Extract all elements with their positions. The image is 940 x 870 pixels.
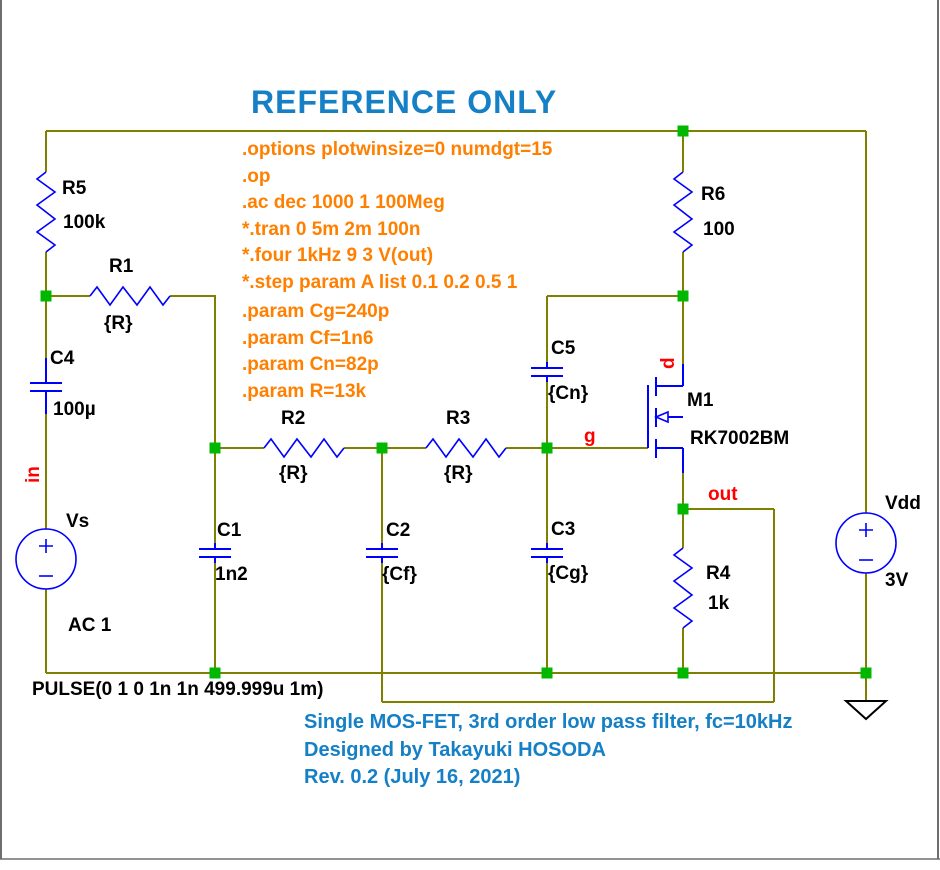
c4-ref[interactable]: C4: [50, 348, 75, 369]
vdd-value[interactable]: 3V: [885, 570, 909, 591]
r6-value[interactable]: 100: [703, 219, 735, 240]
m1-ref[interactable]: M1: [687, 390, 714, 411]
junction-node: [40, 290, 52, 302]
net-label-in[interactable]: in: [23, 466, 44, 483]
c2-ref[interactable]: C2: [386, 520, 411, 541]
drain-lead: [656, 364, 684, 387]
net-label-gate[interactable]: g: [584, 426, 596, 447]
capacitor-C4-symbol[interactable]: [30, 358, 62, 414]
r3-ref[interactable]: R3: [446, 408, 471, 429]
junction-node: [677, 125, 689, 137]
resistor-R4-symbol[interactable]: [672, 547, 694, 629]
c5-value[interactable]: {Cn}: [548, 383, 589, 404]
junction-node: [541, 667, 553, 679]
spice-params[interactable]: .param Cg=240p .param Cf=1n6 .param Cn=8…: [242, 299, 389, 405]
m1-value[interactable]: RK7002BM: [690, 428, 790, 449]
junction-node: [209, 667, 221, 679]
plus-icon: [859, 523, 873, 537]
junction-node: [677, 667, 689, 679]
r2-value[interactable]: {R}: [279, 463, 308, 484]
voltage-source-vdd[interactable]: [835, 512, 897, 574]
spice-directive[interactable]: .options plotwinsize=0 numdgt=15: [242, 139, 553, 160]
mosfet-M1-symbol[interactable]: [647, 364, 684, 473]
junction-node: [860, 667, 872, 679]
spice-directive[interactable]: *.four 1kHz 9 3 V(out): [242, 245, 434, 267]
credit-line: Rev. 0.2 (July 16, 2021): [304, 766, 521, 789]
junction-node: [677, 503, 689, 515]
r5-value[interactable]: 100k: [63, 212, 106, 233]
spice-directive[interactable]: *.step param A list 0.1 0.2 0.5 1: [242, 271, 518, 293]
spice-param[interactable]: .param Cf=1n6: [242, 327, 374, 349]
capacitor-C5-symbol[interactable]: [531, 362, 563, 382]
resistor-R5-symbol[interactable]: [35, 171, 57, 253]
plus-icon: [39, 539, 53, 553]
spice-param[interactable]: .param Cn=82p: [242, 354, 379, 376]
c5-ref[interactable]: C5: [551, 338, 576, 359]
spice-directive[interactable]: .op: [242, 165, 271, 187]
r4-ref[interactable]: R4: [706, 563, 731, 584]
junction-nodes[interactable]: [40, 125, 872, 679]
junction-node: [209, 442, 221, 454]
resistor-R6-symbol[interactable]: [672, 171, 694, 253]
r1-ref[interactable]: R1: [109, 256, 134, 277]
body-arrow-icon: [653, 410, 669, 424]
credit-line: Single MOS-FET, 3rd order low pass filte…: [304, 711, 793, 733]
capacitor-C2-symbol[interactable]: [366, 543, 398, 563]
net-label-drain[interactable]: d: [658, 357, 679, 369]
spice-directive[interactable]: *.tran 0 5m 2m 100n: [242, 218, 421, 240]
spice-param[interactable]: .param R=13k: [242, 380, 367, 402]
vdd-ref[interactable]: Vdd: [885, 493, 921, 514]
spice-directives[interactable]: .options plotwinsize=0 numdgt=15 .op .ac…: [242, 137, 552, 297]
vs-value[interactable]: AC 1: [68, 615, 112, 636]
credit-line: Designed by Takayuki HOSODA: [304, 738, 606, 761]
c3-value[interactable]: {Cg}: [548, 563, 589, 584]
source-lead: [656, 447, 684, 473]
r1-value[interactable]: {R}: [104, 313, 133, 334]
credits-block: Single MOS-FET, 3rd order low pass filte…: [304, 709, 792, 792]
junction-node: [677, 290, 689, 302]
resistor-R2-symbol[interactable]: [263, 437, 345, 459]
ground-icon[interactable]: [843, 700, 889, 721]
junction-node: [541, 442, 553, 454]
capacitor-C3-symbol[interactable]: [531, 543, 563, 563]
c1-value[interactable]: 1n2: [215, 564, 248, 585]
wires[interactable]: [45, 130, 867, 703]
spice-param[interactable]: .param Cg=240p: [242, 301, 390, 322]
voltage-source-vs[interactable]: [15, 528, 77, 590]
c3-ref[interactable]: C3: [551, 519, 576, 540]
c4-value[interactable]: 100µ: [53, 399, 96, 420]
r2-ref[interactable]: R2: [281, 408, 306, 429]
pulse-spec[interactable]: PULSE(0 1 0 1n 1n 499.999u 1m): [32, 679, 324, 700]
r4-value[interactable]: 1k: [708, 593, 730, 614]
capacitor-C1-symbol[interactable]: [199, 543, 231, 563]
page-title: REFERENCE ONLY: [251, 84, 558, 120]
vs-ref[interactable]: Vs: [66, 511, 90, 532]
r3-value[interactable]: {R}: [444, 463, 473, 484]
r6-ref[interactable]: R6: [701, 184, 726, 205]
wire-r1-right-drop: [170, 295, 216, 448]
net-label-out[interactable]: out: [708, 484, 738, 505]
c1-ref[interactable]: C1: [217, 520, 242, 541]
r5-ref[interactable]: R5: [62, 178, 87, 199]
c2-value[interactable]: {Cf}: [382, 564, 417, 585]
resistor-R3-symbol[interactable]: [425, 437, 507, 459]
spice-directive[interactable]: .ac dec 1000 1 100Meg: [242, 192, 445, 214]
resistor-R1-symbol[interactable]: [89, 285, 171, 307]
junction-node: [376, 442, 388, 454]
